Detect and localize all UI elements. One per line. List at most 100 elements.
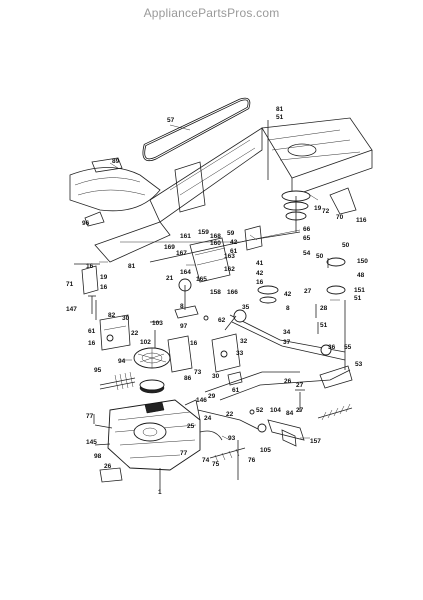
callout-105: 105 [260, 447, 271, 454]
callout-72: 72 [322, 208, 330, 215]
callout-165: 165 [196, 276, 207, 283]
pulley-stack-right [257, 120, 357, 304]
callout-30: 30 [212, 373, 220, 380]
callout-50: 50 [316, 253, 324, 260]
callout-42: 42 [284, 291, 292, 298]
callout-62: 62 [218, 317, 226, 324]
callout-28: 28 [320, 305, 328, 312]
callout-35: 35 [242, 304, 250, 311]
callout-36: 36 [328, 344, 336, 351]
callout-97: 97 [180, 323, 188, 330]
callout-150: 150 [357, 258, 368, 265]
callout-55: 55 [344, 344, 352, 351]
callout-163: 163 [224, 253, 235, 260]
callout-75: 75 [212, 461, 220, 468]
callout-42: 42 [256, 270, 264, 277]
callout-22: 22 [131, 330, 139, 337]
fasteners [88, 258, 329, 424]
callout-54: 54 [303, 250, 311, 257]
brake-rod [197, 409, 261, 480]
callout-84: 84 [286, 410, 294, 417]
callout-27: 27 [304, 288, 312, 295]
callout-103: 103 [152, 320, 163, 327]
callout-29: 29 [208, 393, 216, 400]
callout-96: 96 [82, 220, 90, 227]
callout-8: 8 [286, 305, 290, 312]
callout-labels: 57 81 51 89 96 19 72 70 116 161 159 168 … [66, 106, 368, 496]
callout-61: 61 [232, 387, 240, 394]
callout-22: 22 [226, 411, 234, 418]
callout-65: 65 [303, 235, 311, 242]
callout-161: 161 [180, 233, 191, 240]
callout-19: 19 [100, 274, 108, 281]
callout-145: 145 [86, 439, 97, 446]
callout-30: 30 [122, 315, 130, 322]
callout-104: 104 [270, 407, 281, 414]
callout-27: 27 [296, 382, 304, 389]
callout-16: 16 [86, 263, 94, 270]
callout-157: 157 [310, 438, 321, 445]
callout-74: 74 [202, 457, 210, 464]
callout-81: 81 [276, 106, 284, 113]
right-brake-assembly [257, 389, 353, 447]
callout-95: 95 [94, 367, 102, 374]
callout-160: 160 [210, 240, 221, 247]
left-brackets [74, 263, 131, 351]
fender-assembly [69, 157, 161, 227]
callout-26: 26 [284, 378, 292, 385]
callout-166: 166 [227, 289, 238, 296]
callout-51: 51 [276, 114, 284, 121]
callout-21: 21 [166, 275, 174, 282]
callout-77: 77 [86, 413, 94, 420]
callout-82: 82 [108, 312, 116, 319]
callout-169: 169 [164, 244, 175, 251]
callout-42: 42 [230, 239, 238, 246]
callout-50: 50 [342, 242, 350, 249]
callout-61: 61 [88, 328, 96, 335]
callout-76: 76 [248, 457, 256, 464]
callout-33: 33 [236, 350, 244, 357]
callout-32: 32 [240, 338, 248, 345]
leader-lines [99, 124, 340, 441]
callout-52: 52 [256, 407, 264, 414]
linkage-rods [149, 231, 353, 401]
callout-167: 167 [176, 250, 187, 257]
callout-41: 41 [256, 260, 264, 267]
callout-77: 77 [180, 450, 188, 457]
callout-162: 162 [224, 266, 235, 273]
callout-86: 86 [184, 375, 192, 382]
callout-164: 164 [180, 269, 191, 276]
callout-48: 48 [357, 272, 365, 279]
callout-93: 93 [228, 435, 236, 442]
callout-25: 25 [187, 423, 195, 430]
callout-27: 27 [296, 407, 304, 414]
callout-51: 51 [320, 322, 328, 329]
drive-pulley [133, 321, 171, 394]
callout-16: 16 [100, 284, 108, 291]
callout-19: 19 [314, 205, 322, 212]
callout-98: 98 [94, 453, 102, 460]
watermark: AppliancePartsPros.com [143, 6, 280, 20]
callout-16: 16 [190, 340, 198, 347]
callout-37: 37 [283, 339, 291, 346]
callout-89: 89 [112, 158, 120, 165]
callout-61: 61 [230, 248, 238, 255]
lever-cluster [174, 225, 263, 331]
callout-168: 168 [210, 233, 221, 240]
center-brackets [167, 333, 243, 386]
callout-71: 71 [66, 281, 74, 288]
callout-146: 146 [196, 397, 207, 404]
callout-53: 53 [355, 361, 363, 368]
spring-axle [99, 371, 136, 391]
callout-26: 26 [104, 463, 112, 470]
callout-81: 81 [128, 263, 136, 270]
callout-59: 59 [227, 230, 235, 237]
callout-8: 8 [180, 303, 184, 310]
callout-94: 94 [118, 358, 126, 365]
callout-34: 34 [283, 329, 291, 336]
callout-66: 66 [303, 226, 311, 233]
callout-151: 151 [354, 287, 365, 294]
callout-16: 16 [256, 279, 264, 286]
callout-51: 51 [354, 295, 362, 302]
